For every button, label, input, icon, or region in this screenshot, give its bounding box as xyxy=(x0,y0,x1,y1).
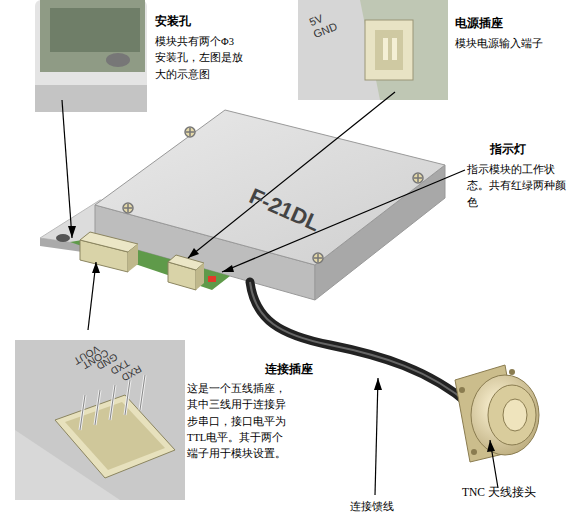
callout-heading: 电源插座 xyxy=(455,14,565,33)
connector-inset xyxy=(15,340,185,500)
callout-heading: 安装孔 xyxy=(155,12,255,31)
part-label: TNC 天线接头 xyxy=(462,484,572,502)
leader-lines xyxy=(62,92,498,495)
module-body xyxy=(95,110,445,300)
part-label: 连接馈线 xyxy=(350,498,430,515)
callout-heading: 指示灯 xyxy=(490,140,570,159)
mount-inset xyxy=(35,0,147,112)
callout-text: 指示模块的工作状态。共有红绿两种颜色 xyxy=(467,162,575,211)
tnc-connector xyxy=(455,365,539,462)
callout-text: 这是一个五线插座，其中三线用于连接异步串口，接口电平为TTL电平。其于两个端子用… xyxy=(187,381,287,462)
led xyxy=(208,276,216,282)
power-connector xyxy=(168,255,204,290)
callout-text: 模块电源输入端子 xyxy=(455,36,550,52)
callout-heading: 连接插座 xyxy=(265,360,365,379)
callout-text: 模块共有两个Φ3 安装孔，左图是放大的示意图 xyxy=(155,34,247,83)
power-inset xyxy=(298,0,448,100)
five-pin-connector xyxy=(80,232,138,272)
